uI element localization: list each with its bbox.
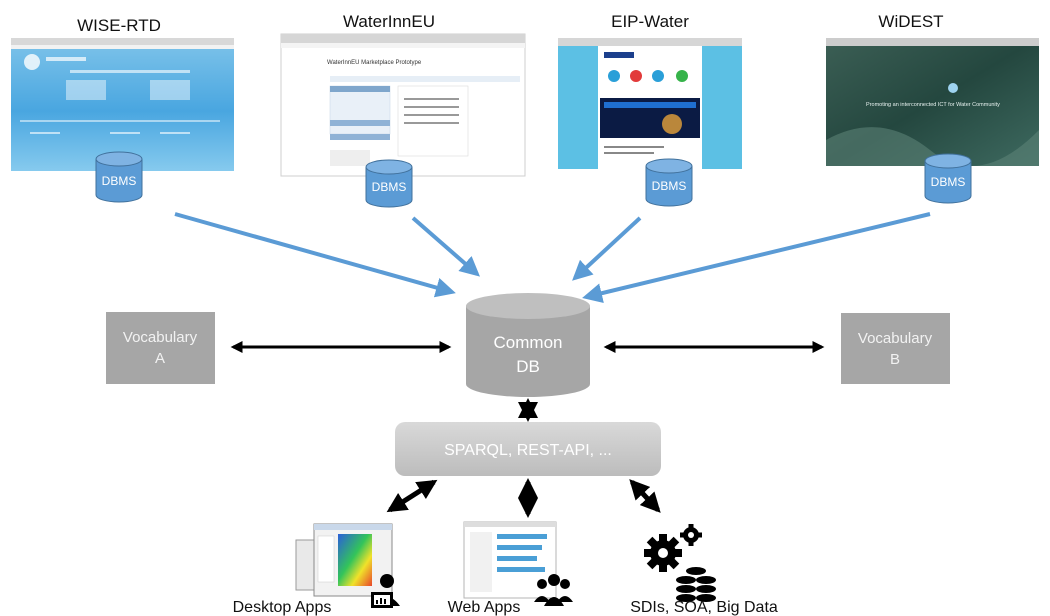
vocabulary-a-label-line2: A	[155, 350, 165, 367]
vocabulary-b-label-line2: B	[890, 351, 900, 368]
source-title-widest: WiDEST	[878, 12, 943, 31]
common-db-label-line1: Common	[494, 333, 563, 352]
arrow-eip-to-common	[572, 216, 642, 281]
api-label: SPARQL, REST-API, ...	[444, 442, 612, 459]
source-title-wise-rtd: WISE-RTD	[77, 16, 161, 35]
arrow-widest-to-common	[582, 212, 931, 303]
vocabulary-b-box: Vocabulary B	[841, 313, 950, 384]
common-db-label-line2: DB	[516, 357, 540, 376]
screenshot-wise-rtd	[11, 38, 234, 171]
arrow-waterinneu-to-common	[411, 216, 481, 277]
source-title-eip-water: EIP-Water	[611, 12, 689, 31]
desktop-apps-image	[295, 523, 393, 597]
desktop-apps-label: Desktop Apps	[233, 599, 332, 616]
person-monitor-icon	[371, 574, 400, 608]
waterinneu-site-caption: WaterInnEU Marketplace Prototype	[327, 60, 422, 66]
screenshot-widest: Promoting an interconnected ICT for Wate…	[826, 38, 1039, 166]
source-title-waterinneu: WaterInnEU	[343, 12, 435, 31]
arrow-wise-to-common	[174, 212, 456, 298]
widest-site-caption: Promoting an interconnected ICT for Wate…	[866, 102, 1000, 108]
dbms-label: DBMS	[372, 180, 407, 194]
web-apps-label: Web Apps	[448, 599, 521, 616]
dbms-label: DBMS	[652, 179, 687, 193]
screenshot-eip-water	[558, 38, 742, 169]
group-icon	[534, 574, 573, 606]
vocabulary-a-label-line1: Vocabulary	[123, 329, 198, 346]
vocabulary-a-box: Vocabulary A	[106, 312, 215, 384]
dbms-label: DBMS	[102, 174, 137, 188]
dbms-cylinder-wise-rtd: DBMS	[95, 151, 143, 203]
sdi-label: SDIs, SOA, Big Data	[630, 599, 778, 616]
arrow-api-desktop	[386, 479, 438, 513]
dbms-cylinder-eip-water: DBMS	[645, 158, 693, 207]
screenshot-waterinneu: WaterInnEU Marketplace Prototype	[280, 33, 526, 177]
common-db-cylinder: Common DB	[466, 293, 590, 397]
arrow-api-sdi	[629, 479, 661, 513]
dbms-label: DBMS	[931, 175, 966, 189]
dbms-cylinder-widest: DBMS	[924, 153, 972, 204]
vocabulary-b-label-line1: Vocabulary	[858, 330, 933, 347]
dbms-cylinder-waterinneu: DBMS	[365, 159, 413, 208]
api-box: SPARQL, REST-API, ...	[395, 422, 661, 476]
gears-icon	[644, 524, 702, 572]
database-stack-icon	[676, 567, 716, 602]
